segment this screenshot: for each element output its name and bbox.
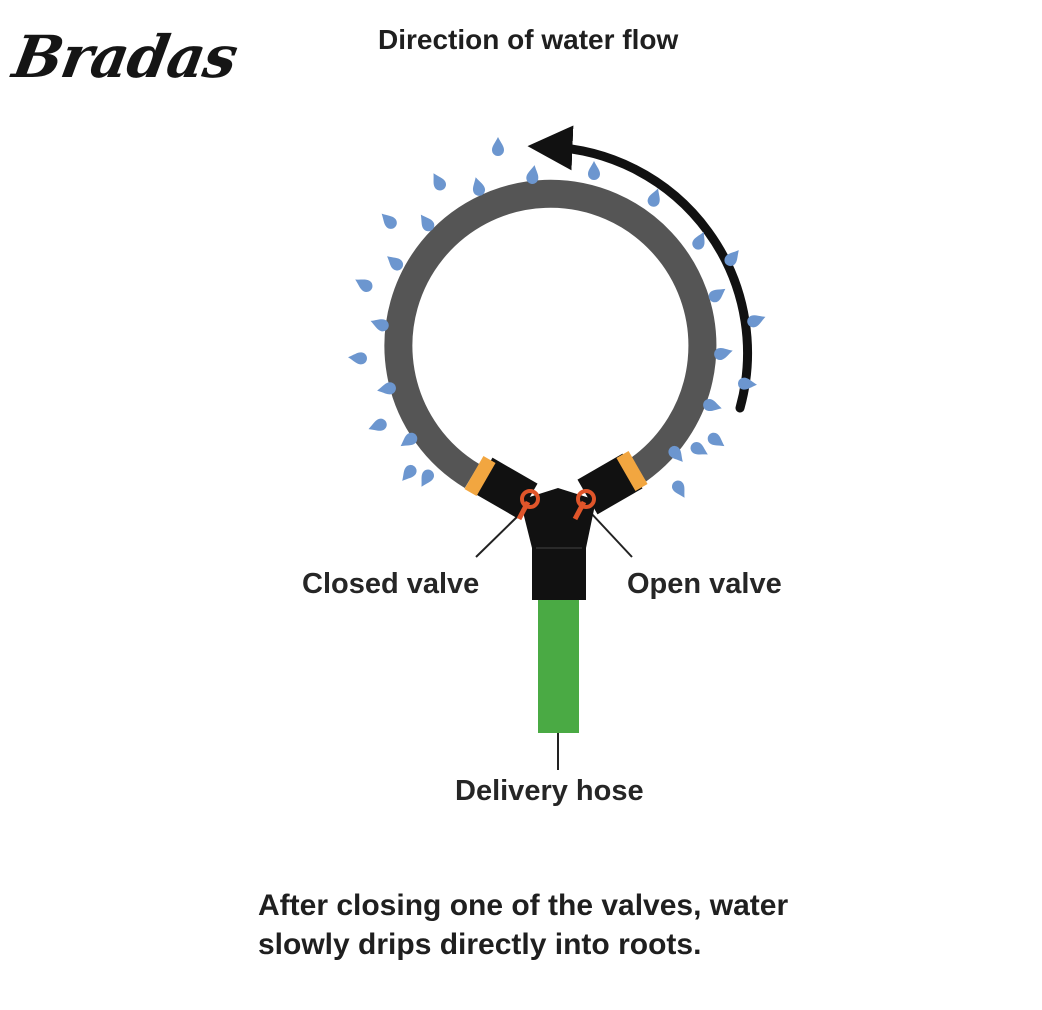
open-valve-leader-line (589, 511, 633, 558)
water-drop-icon (672, 480, 685, 498)
closed-valve-label: Closed valve (302, 568, 480, 600)
water-drop-icon (433, 173, 446, 191)
water-drop-icon (690, 442, 708, 455)
open-valve-label: Open valve (627, 568, 782, 600)
closed-valve-icon (516, 489, 540, 521)
left-coupling (464, 456, 496, 496)
water-drop-icon (724, 250, 739, 267)
water-drop-icon (738, 377, 757, 390)
diagram-caption: After closing one of the valves, water s… (258, 889, 789, 961)
drip-ring-hose (384, 179, 717, 488)
water-drop-icon (400, 432, 418, 447)
water-drop-icon (421, 469, 434, 487)
water-drops (348, 137, 766, 498)
water-drop-icon (368, 418, 387, 431)
water-drop-icon (668, 445, 683, 462)
water-drop-icon (708, 288, 726, 303)
water-drop-icon (402, 464, 417, 481)
water-drop-icon (526, 165, 539, 184)
water-drop-icon (703, 398, 722, 412)
water-drop-icon (472, 177, 486, 196)
water-drop-icon (692, 231, 705, 250)
water-drop-icon (588, 161, 600, 180)
flow-direction-arrow (527, 125, 753, 413)
water-drop-icon (492, 137, 504, 156)
water-drop-icon (387, 256, 404, 271)
water-drop-icon (747, 315, 766, 328)
diagram-title: Direction of water flow (378, 24, 679, 55)
delivery-hose (538, 600, 579, 733)
water-drop-icon (355, 279, 373, 292)
open-valve-icon (572, 489, 596, 521)
water-drop-icon (714, 347, 733, 361)
water-drop-icon (647, 188, 660, 207)
closed-valve-leader-line (475, 511, 523, 558)
delivery-hose-label: Delivery hose (455, 775, 644, 807)
water-drop-icon (707, 432, 725, 447)
water-drop-icon (420, 214, 435, 232)
water-drop-icon (348, 352, 367, 365)
right-coupling (616, 451, 648, 491)
water-drop-icon (370, 319, 389, 332)
water-drop-icon (377, 382, 396, 395)
water-drop-icon (381, 213, 397, 229)
